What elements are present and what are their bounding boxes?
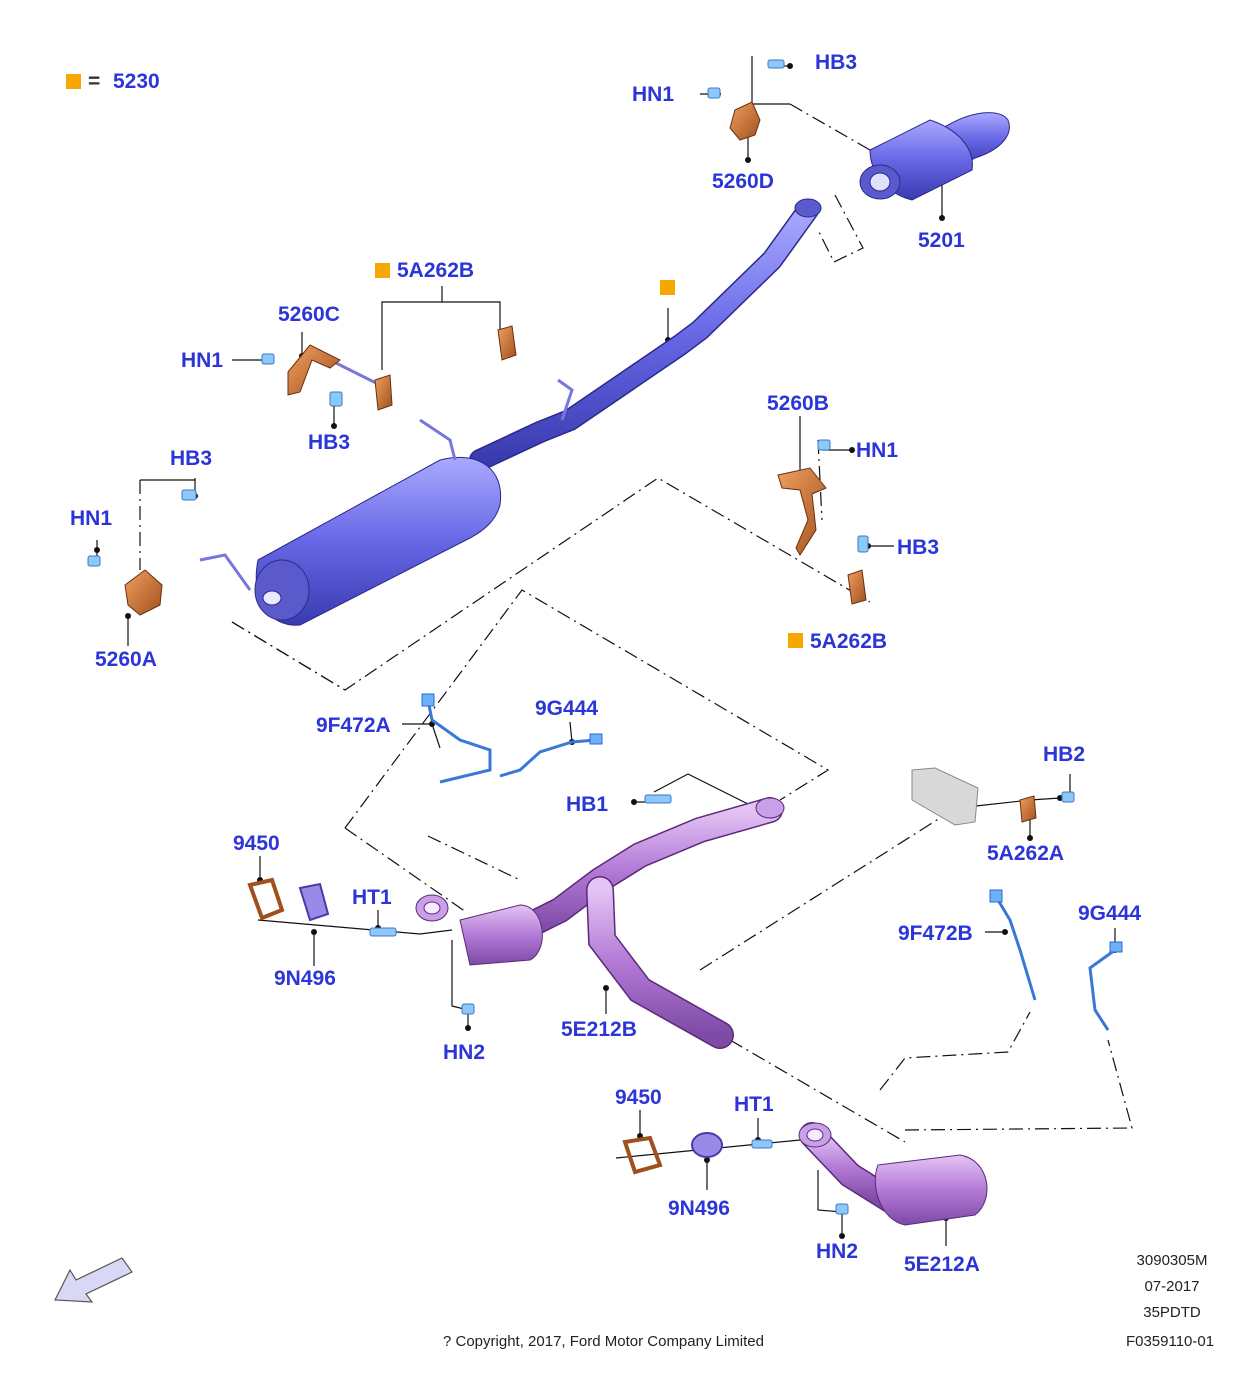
label-ht1-right: HT1: [734, 1093, 774, 1116]
label-hb1: HB1: [566, 793, 609, 816]
brackets: [124, 101, 1037, 823]
label-hb2: HB2: [1043, 743, 1086, 766]
front-catalyst-5e212a: [798, 1122, 988, 1226]
front-catalyst-5e212b: [415, 797, 785, 1049]
gaskets: [247, 877, 723, 1175]
legend-marker: [66, 74, 81, 89]
label-5260d: 5260D: [712, 170, 774, 193]
marker-5a262b-right: [788, 633, 803, 648]
rear-muffler-5201: [859, 112, 1010, 201]
label-9f472b: 9F472B: [898, 922, 973, 945]
fasteners: [87, 59, 1075, 1215]
figure-id: F0359110-01: [1125, 1333, 1215, 1350]
label-5260a: 5260A: [95, 648, 157, 671]
oxygen-sensors: [426, 699, 1116, 1031]
marker-5a262b-top: [375, 263, 390, 278]
label-5260c: 5260C: [278, 303, 340, 326]
label-5e212a: 5E212A: [904, 1253, 980, 1276]
label-9450-left: 9450: [233, 832, 280, 855]
label-hn1-right: HN1: [856, 439, 899, 462]
label-5a262b-right: 5A262B: [810, 630, 888, 653]
sensor-heads: [421, 693, 1123, 953]
label-9n496-right: 9N496: [668, 1197, 730, 1220]
heat-shield: [911, 767, 979, 826]
legend-value: 5230: [113, 70, 160, 93]
marker-pipe: [660, 280, 675, 295]
label-9450-right: 9450: [615, 1086, 662, 1109]
legend-equals: =: [88, 70, 101, 93]
front-arrow-icon: [54, 1257, 133, 1303]
drawing-number: 3090305M: [1136, 1252, 1208, 1269]
label-hn1-mid: HN1: [181, 349, 224, 372]
label-hb3-right: HB3: [897, 536, 940, 559]
label-hn1-left: HN1: [70, 507, 113, 530]
label-5a262a: 5A262A: [987, 842, 1065, 865]
copyright: ? Copyright, 2017, Ford Motor Company Li…: [443, 1333, 764, 1350]
label-hb3-mid: HB3: [308, 431, 351, 454]
drawing-date: 07-2017: [1144, 1278, 1200, 1295]
intermediate-pipe: [469, 198, 822, 471]
drawing-code: 35PDTD: [1143, 1304, 1201, 1321]
label-5201: 5201: [918, 229, 965, 252]
label-9g444-right: 9G444: [1078, 902, 1142, 925]
label-5e212b: 5E212B: [561, 1018, 637, 1041]
label-hn2-left: HN2: [443, 1041, 486, 1064]
label-hn2-right: HN2: [816, 1240, 859, 1263]
label-5260b: 5260B: [767, 392, 829, 415]
label-9f472a: 9F472A: [316, 714, 391, 737]
center-muffler-5230: [254, 456, 502, 626]
label-9n496-left: 9N496: [274, 967, 336, 990]
label-hb3-top: HB3: [815, 51, 858, 74]
hanger-rods: [199, 358, 574, 591]
label-hb3-left: HB3: [170, 447, 213, 470]
label-hn1-top: HN1: [632, 83, 675, 106]
label-9g444-left: 9G444: [535, 697, 599, 720]
label-5a262b-top: 5A262B: [397, 259, 475, 282]
label-ht1-left: HT1: [352, 886, 392, 909]
dash-dot-leaders: [139, 103, 1133, 1143]
